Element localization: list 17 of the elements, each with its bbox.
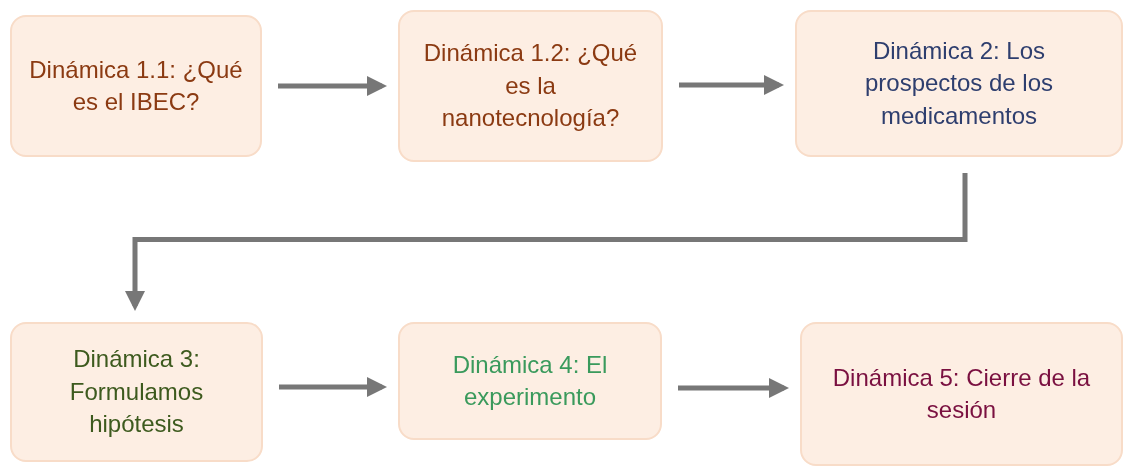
process-box [795,10,1123,157]
box-label: Dinámica 4: El experimento [451,349,609,412]
process-box [10,15,262,157]
arrow [125,173,968,311]
process-box [398,322,662,440]
box-label: Dinámica 1.2: ¿Qué es la nanotecnología? [422,38,639,134]
arrow [679,75,784,95]
box-label: Dinámica 2: Los prospectos de los medicamentos [863,35,1055,131]
box-label: Dinámica 5: Cierre de la sesión [831,362,1092,425]
process-box [800,322,1123,466]
arrow [278,76,387,96]
box-label: Dinámica 1.1: ¿Qué es el IBEC? [28,54,244,117]
arrow [279,377,387,397]
box-label: Dinámica 3: Formulamos hipótesis [68,344,205,440]
process-box [398,10,663,162]
arrow [678,378,789,398]
process-box [10,322,263,462]
